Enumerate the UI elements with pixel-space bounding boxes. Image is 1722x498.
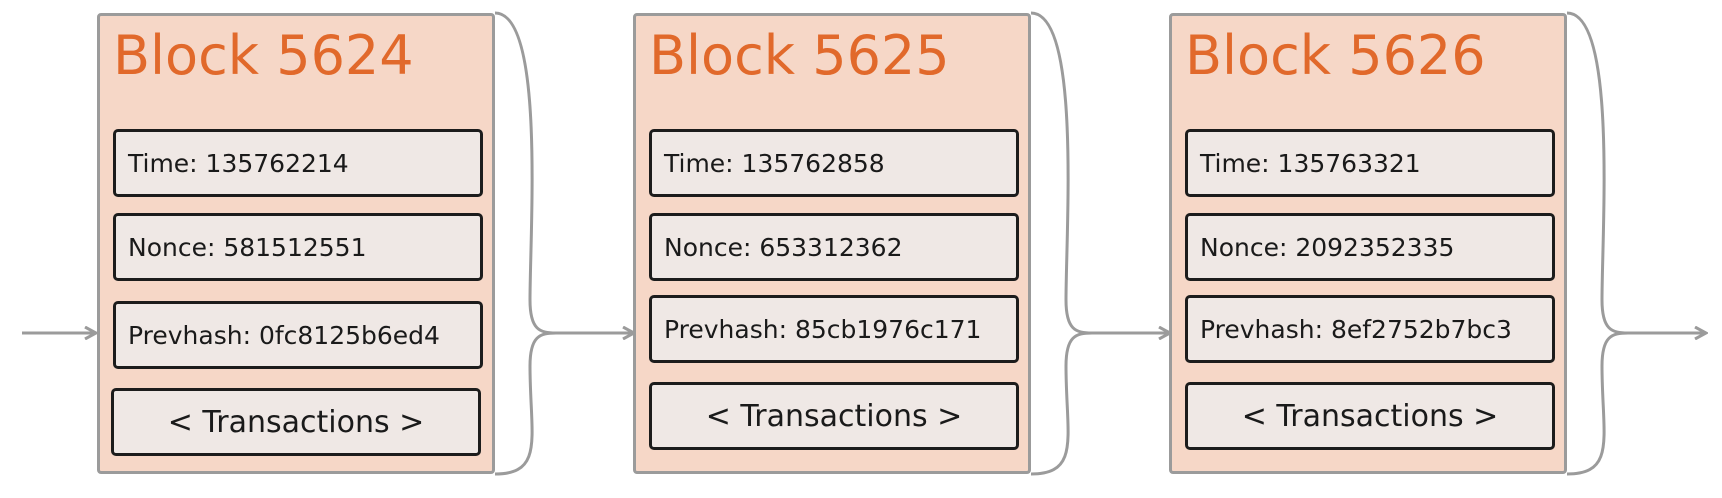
block-title: Block 5625 xyxy=(649,24,950,87)
block-5624: Block 5624 Time: 135762214 Nonce: 581512… xyxy=(97,13,495,474)
nonce-field: Nonce: 653312362 xyxy=(649,213,1019,281)
block-title: Block 5626 xyxy=(1185,24,1486,87)
brace-connector-icon xyxy=(1030,11,1093,476)
transactions-field: < Transactions > xyxy=(649,382,1019,450)
time-field: Time: 135763321 xyxy=(1185,129,1555,197)
nonce-field: Nonce: 2092352335 xyxy=(1185,213,1555,281)
prevhash-field: Prevhash: 85cb1976c171 xyxy=(649,295,1019,363)
time-field: Time: 135762858 xyxy=(649,129,1019,197)
nonce-field: Nonce: 581512551 xyxy=(113,213,483,281)
prevhash-field: Prevhash: 8ef2752b7bc3 xyxy=(1185,295,1555,363)
brace-connector-icon xyxy=(1566,11,1629,476)
block-5625: Block 5625 Time: 135762858 Nonce: 653312… xyxy=(633,13,1031,474)
prevhash-field: Prevhash: 0fc8125b6ed4 xyxy=(113,301,483,369)
transactions-field: < Transactions > xyxy=(1185,382,1555,450)
block-title: Block 5624 xyxy=(113,24,414,87)
brace-connector-icon xyxy=(494,11,557,476)
transactions-field: < Transactions > xyxy=(111,388,481,456)
block-5626: Block 5626 Time: 135763321 Nonce: 209235… xyxy=(1169,13,1567,474)
time-field: Time: 135762214 xyxy=(113,129,483,197)
